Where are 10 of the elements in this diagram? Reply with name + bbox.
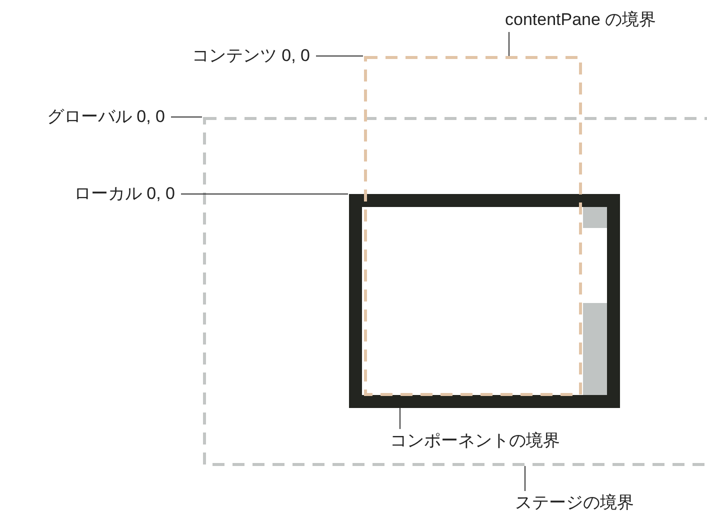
boundary-label: contentPane の境界: [505, 10, 656, 30]
boundary-label: グローバル 0, 0: [46, 107, 165, 127]
boundary-label: ローカル 0, 0: [74, 184, 175, 204]
boundary-label: コンテンツ 0, 0: [192, 46, 310, 66]
component-frame: [349, 194, 620, 408]
boundary-label: ステージの境界: [515, 493, 634, 513]
leader-line: [524, 466, 526, 492]
boundary-label: コンポーネントの境界: [390, 431, 560, 451]
leader-line: [508, 32, 510, 56]
leader-line: [170, 116, 202, 118]
